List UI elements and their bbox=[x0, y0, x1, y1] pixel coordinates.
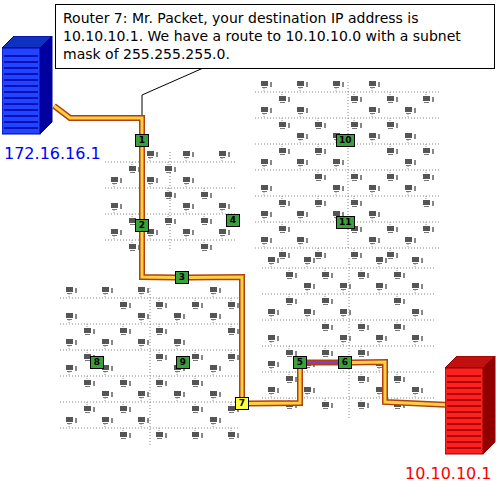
route-line bbox=[352, 362, 445, 405]
router-number: 7 bbox=[238, 398, 246, 409]
router-box: 9 bbox=[176, 356, 190, 369]
server-host: 10.10.10.1 bbox=[403, 356, 498, 483]
speech-callout: Router 7: Mr. Packet, your destination I… bbox=[55, 4, 495, 69]
ip-address: 172.16.16.1 bbox=[2, 144, 103, 163]
route-outline bbox=[189, 277, 242, 397]
route-outline bbox=[352, 362, 445, 405]
packet-route bbox=[249, 369, 300, 403]
router-number: 1 bbox=[138, 135, 146, 146]
route-line bbox=[141, 147, 144, 219]
router-box: 7 bbox=[235, 397, 249, 410]
server-host: 172.16.16.1 bbox=[2, 36, 103, 163]
router-box: 3 bbox=[175, 271, 189, 284]
router-number: 4 bbox=[229, 215, 237, 226]
server-icon bbox=[445, 356, 497, 456]
router-box: 2 bbox=[135, 219, 149, 232]
route-outline bbox=[54, 106, 142, 134]
packet-route bbox=[54, 106, 142, 134]
pointer-line bbox=[142, 69, 202, 134]
packet-route bbox=[142, 147, 143, 219]
route-line bbox=[307, 361, 338, 364]
router-box: 10 bbox=[336, 134, 355, 147]
router-number: 8 bbox=[93, 357, 101, 368]
router-box: 1 bbox=[135, 134, 149, 147]
route-outline bbox=[249, 369, 300, 403]
route-line bbox=[189, 277, 242, 397]
router-box: 4 bbox=[226, 214, 240, 227]
route-line bbox=[249, 369, 300, 403]
router-box: 11 bbox=[336, 216, 355, 229]
router-box: 8 bbox=[90, 356, 104, 369]
router-number: 5 bbox=[296, 357, 304, 368]
packet-route bbox=[189, 277, 242, 397]
router-number: 10 bbox=[339, 135, 352, 146]
server-icon bbox=[2, 36, 54, 136]
router-number: 9 bbox=[179, 357, 187, 368]
router-number: 3 bbox=[178, 272, 186, 283]
packet-route bbox=[142, 232, 175, 277]
route-outline bbox=[139, 147, 145, 219]
ip-address: 10.10.10.1 bbox=[403, 464, 494, 483]
router-number: 11 bbox=[339, 217, 352, 228]
route-line bbox=[142, 232, 175, 277]
callout-text: Router 7: Mr. Packet, your destination I… bbox=[63, 9, 487, 64]
router-number: 6 bbox=[341, 357, 349, 368]
route-outline bbox=[142, 232, 175, 277]
packet-route bbox=[307, 362, 338, 363]
router-number: 2 bbox=[138, 220, 146, 231]
callout-pointer bbox=[142, 69, 202, 134]
packet-route bbox=[352, 362, 445, 405]
route-line bbox=[54, 106, 142, 134]
router-box: 6 bbox=[338, 356, 352, 369]
route-outline bbox=[307, 360, 338, 366]
router-box: 5 bbox=[293, 356, 307, 369]
